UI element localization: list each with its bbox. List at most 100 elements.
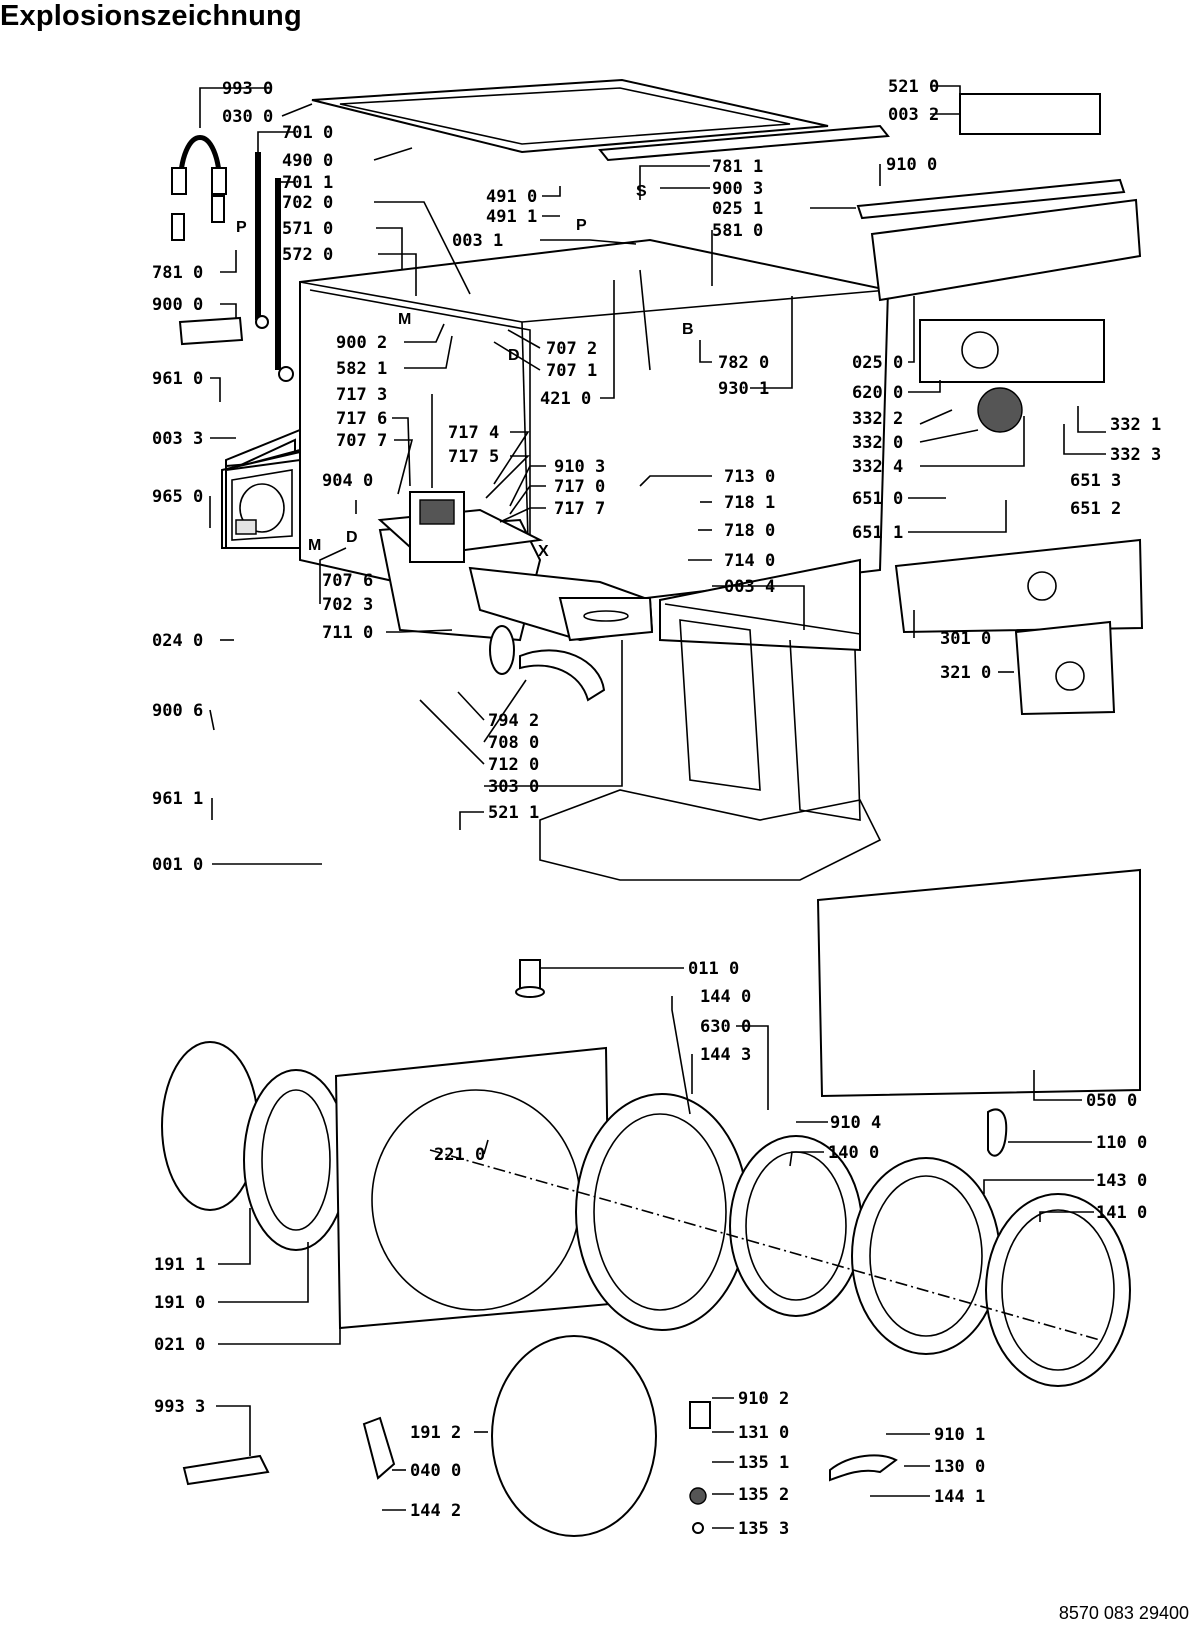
part-label: 702 0: [282, 193, 333, 213]
fascia-panel: [894, 538, 1144, 634]
part-label: 140 0: [828, 1143, 879, 1163]
part-label: 707 2: [546, 339, 597, 359]
part-label: 581 0: [712, 221, 763, 241]
part-label: 707 7: [336, 431, 387, 451]
part-label: 025 0: [852, 353, 903, 373]
part-label: 332 4: [852, 457, 903, 477]
part-label: 900 3: [712, 179, 763, 199]
part-label: 135 3: [738, 1519, 789, 1539]
part-label: 332 1: [1110, 415, 1161, 435]
part-label: 135 2: [738, 1485, 789, 1505]
part-label: 904 0: [322, 471, 373, 491]
part-label: 701 0: [282, 123, 333, 143]
rear-panel-drum-hole: [225, 458, 301, 549]
part-label: 011 0: [688, 959, 739, 979]
part-label: 110 0: [1096, 1133, 1147, 1153]
callout-letter: P: [576, 217, 587, 234]
part-label: 717 3: [336, 385, 387, 405]
clamp-ring: [491, 1335, 657, 1537]
part-label: 421 0: [540, 389, 591, 409]
part-label: 144 0: [700, 987, 751, 1007]
callout-letter: B: [682, 321, 694, 338]
part-label: 717 7: [554, 499, 605, 519]
ring-seal: [489, 625, 515, 675]
part-label: 144 1: [934, 1487, 985, 1507]
control-panel-frame: [870, 198, 1142, 302]
part-label: 131 0: [738, 1423, 789, 1443]
part-label: 130 0: [934, 1457, 985, 1477]
part-label: 781 1: [712, 157, 763, 177]
page-title: Explosionszeichnung: [0, 0, 302, 32]
bellow-gasket: [243, 1069, 349, 1251]
part-label: 701 1: [282, 173, 333, 193]
part-label: 702 3: [322, 595, 373, 615]
part-label: 712 0: [488, 755, 539, 775]
part-label: 708 0: [488, 733, 539, 753]
part-label: 961 0: [152, 369, 203, 389]
part-label: 024 0: [152, 631, 203, 651]
callout-letter: P: [236, 219, 247, 236]
callout-letter: M: [308, 537, 321, 554]
callout-letter: D: [508, 347, 520, 364]
part-label: 144 3: [700, 1045, 751, 1065]
part-label: 135 1: [738, 1453, 789, 1473]
part-label: 651 2: [1070, 499, 1121, 519]
part-label: 993 3: [154, 1397, 205, 1417]
part-label: 191 2: [410, 1423, 461, 1443]
part-label: 491 1: [486, 207, 537, 227]
part-label: 651 0: [852, 489, 903, 509]
washer: [692, 1522, 704, 1534]
fascia-cover: [1014, 620, 1116, 716]
part-label: 003 2: [888, 105, 939, 125]
program-dial: [977, 387, 1023, 433]
leader-lines: [199, 85, 1106, 1529]
part-label: 003 3: [152, 429, 203, 449]
callout-letter: S: [636, 183, 647, 200]
visible-elements: [225, 458, 301, 549]
pcb: [919, 319, 1105, 383]
part-label: 651 1: [852, 523, 903, 543]
part-label: 961 1: [152, 789, 203, 809]
part-label: 630 0: [700, 1017, 751, 1037]
part-label: 221 0: [434, 1145, 485, 1165]
part-label: 714 0: [724, 551, 775, 571]
door-outer-frame: [851, 1157, 1001, 1355]
part-label: 910 4: [830, 1113, 881, 1133]
door-lock: [689, 1401, 711, 1429]
document-number: 8570 083 29400: [1058, 1603, 1189, 1623]
callout-letter: M: [398, 311, 411, 328]
part-label: 003 4: [724, 577, 775, 597]
rendered-parts: [161, 93, 1144, 1537]
part-label: 050 0: [1086, 1091, 1137, 1111]
part-label: 040 0: [410, 1461, 461, 1481]
part-label: 993 0: [222, 79, 273, 99]
part-label: 782 0: [718, 353, 769, 373]
part-label: 910 1: [934, 1425, 985, 1445]
part-label: 301 0: [940, 629, 991, 649]
inlet-bellow: [519, 649, 606, 702]
electronic-board: [959, 93, 1101, 135]
part-label: 794 2: [488, 711, 539, 731]
part-label: 144 2: [410, 1501, 461, 1521]
part-label: 021 0: [154, 1335, 205, 1355]
part-label: 582 1: [336, 359, 387, 379]
part-label: 910 3: [554, 457, 605, 477]
part-label: 910 2: [738, 1389, 789, 1409]
part-label: 717 5: [448, 447, 499, 467]
part-label: 707 6: [322, 571, 373, 591]
part-label: 191 1: [154, 1255, 205, 1275]
part-label: 930 1: [718, 379, 769, 399]
handle-bracket: [362, 1416, 396, 1480]
lock-assembly: [182, 1454, 270, 1486]
part-label: 521 1: [488, 803, 539, 823]
part-label: 571 0: [282, 219, 333, 239]
door-glass-ring: [729, 1135, 863, 1317]
part-label: 025 1: [712, 199, 763, 219]
part-label: 332 0: [852, 433, 903, 453]
part-label: 141 0: [1096, 1203, 1147, 1223]
part-label: 717 6: [336, 409, 387, 429]
part-label: 521 0: [888, 77, 939, 97]
part-label: 003 1: [452, 231, 503, 251]
